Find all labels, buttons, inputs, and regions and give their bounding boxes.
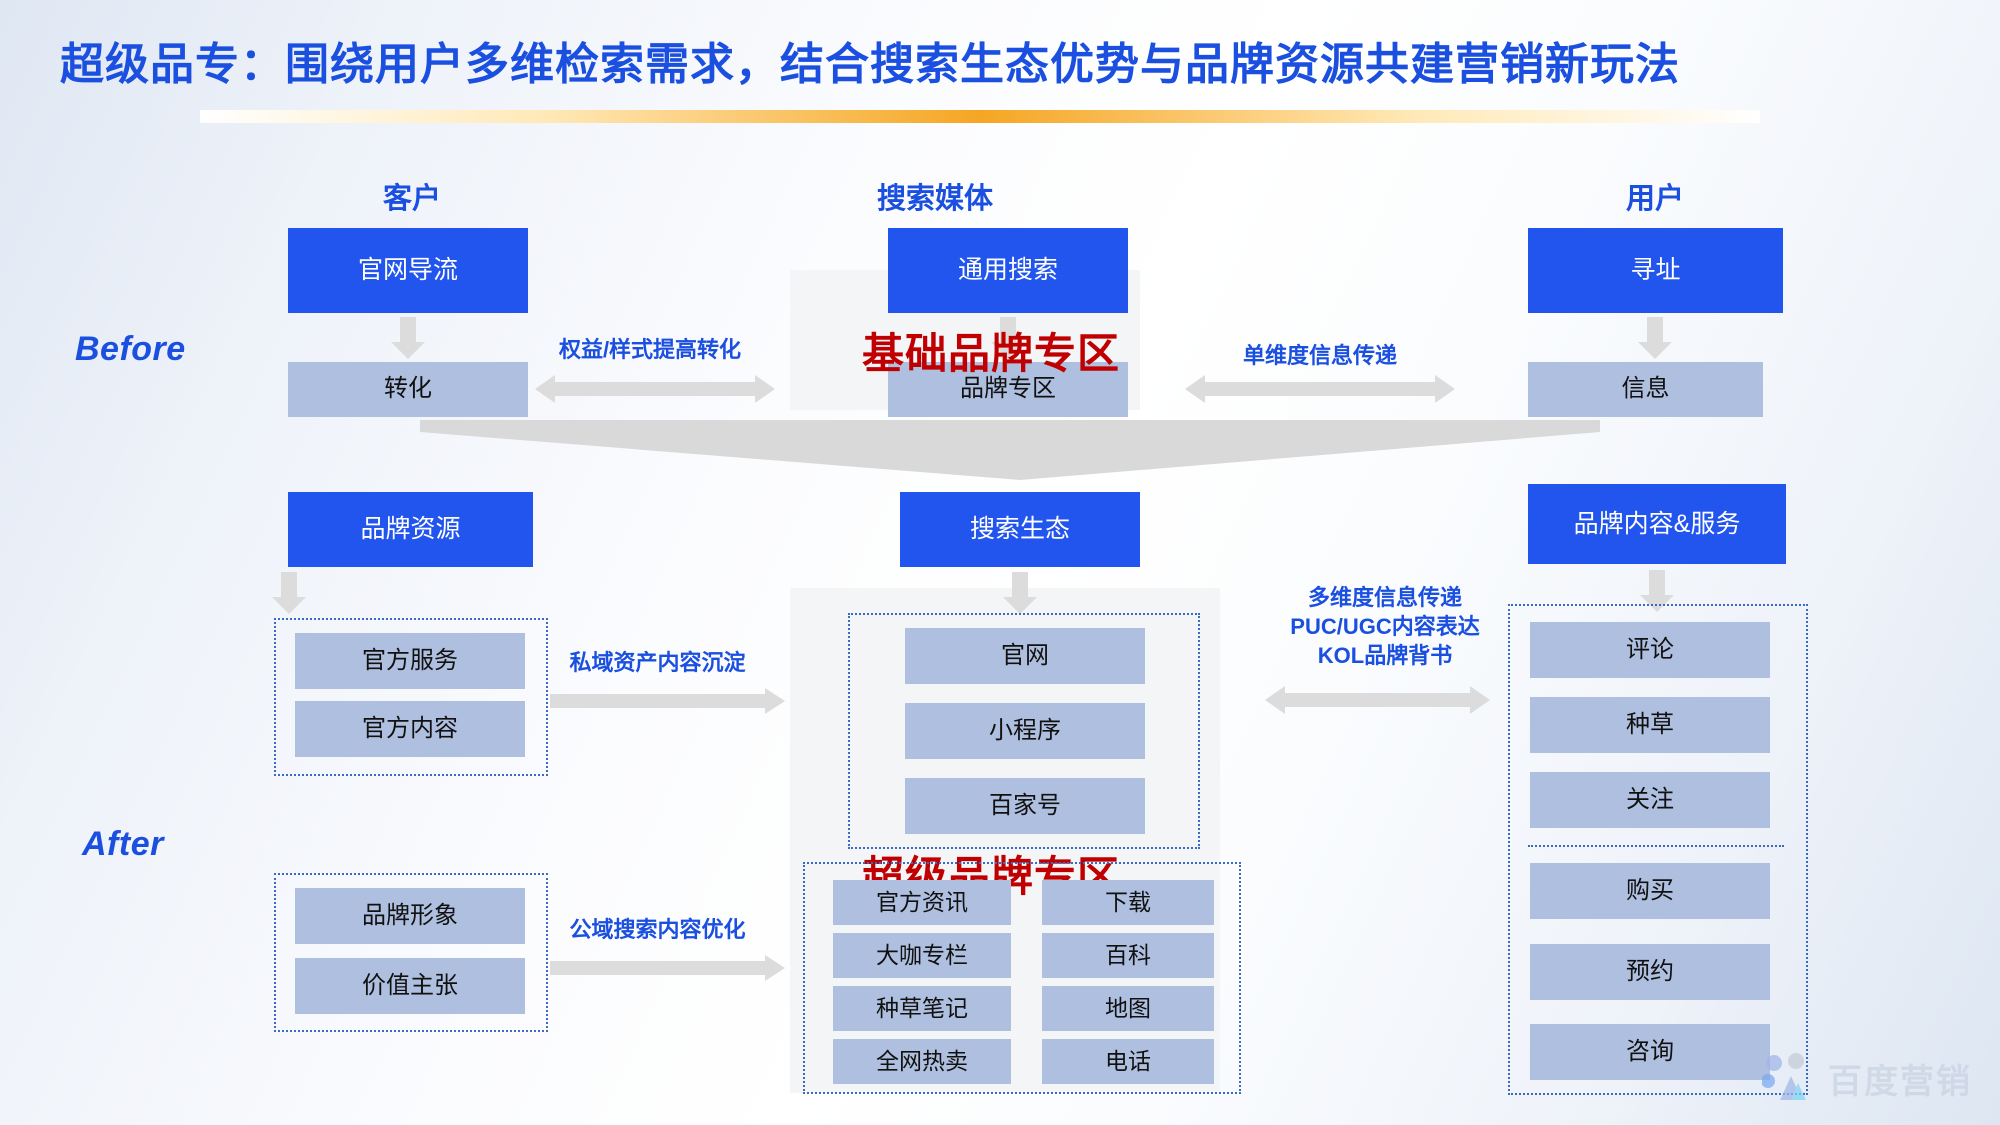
after-media-grid-left-3-label: 全网热卖 xyxy=(876,1047,968,1074)
after-user-item-5: 咨询 xyxy=(1530,1024,1770,1080)
before-customer-secondary-box: 转化 xyxy=(288,362,528,417)
after-user-item-2: 关注 xyxy=(1530,772,1770,828)
before-customer-secondary-label: 转化 xyxy=(384,375,432,403)
after-user-item-1-label: 种草 xyxy=(1626,710,1674,738)
after-media-item-2-label: 百家号 xyxy=(989,791,1061,819)
before-media-primary-label: 通用搜索 xyxy=(957,256,1058,285)
after-customer-primary-label: 品牌资源 xyxy=(360,515,461,544)
after-media-grid-right-2: 地图 xyxy=(1042,986,1214,1031)
after-customer-item-0: 官方服务 xyxy=(295,633,525,689)
after-user-item-2-label: 关注 xyxy=(1626,785,1674,813)
after-user-item-4-label: 预约 xyxy=(1626,957,1674,985)
after-media-grid-left-2: 种草笔记 xyxy=(833,986,1011,1031)
after-user-item-3: 购买 xyxy=(1530,863,1770,919)
watermark-text: 百度营销 xyxy=(1828,1063,1972,1101)
after-media-grid-left-0-label: 官方资讯 xyxy=(876,888,968,915)
after-customer-connector-bottom-arrow xyxy=(550,955,785,981)
after-customer-item-3: 价值主张 xyxy=(295,958,525,1014)
after-user-item-3-label: 购买 xyxy=(1626,876,1674,904)
after-user-connector-caption: 多维度信息传递 PUC/UGC内容表达 KOL品牌背书 xyxy=(1290,585,1480,669)
before-after-transition-chevron xyxy=(420,420,1600,480)
after-media-primary-label: 搜索生态 xyxy=(969,515,1070,544)
after-customer-group-top-frame xyxy=(274,618,548,776)
after-media-grid-left-1-label: 大咖专栏 xyxy=(876,941,968,968)
after-media-item-1-label: 小程序 xyxy=(989,716,1061,744)
after-user-item-4: 预约 xyxy=(1530,944,1770,1000)
before-media-secondary-box: 品牌专区 xyxy=(888,362,1128,417)
before-user-down-arrow xyxy=(1638,317,1672,359)
stage-label-after: After xyxy=(82,825,164,863)
page-title: 超级品专：围绕用户多维检索需求，结合搜索生态优势与品牌资源共建营销新玩法 xyxy=(60,40,1680,89)
after-media-down-arrow xyxy=(1003,572,1037,614)
before-connector-right-caption: 单维度信息传递 xyxy=(1242,343,1397,368)
after-user-item-0-label: 评论 xyxy=(1626,635,1674,663)
after-media-grid-right-1: 百科 xyxy=(1042,933,1214,978)
before-connector-left-arrow xyxy=(535,375,775,403)
column-header-user: 用户 xyxy=(1625,183,1684,215)
before-customer-primary-box: 官网导流 xyxy=(288,228,528,313)
column-header-customer: 客户 xyxy=(382,183,441,215)
after-customer-item-2: 品牌形象 xyxy=(295,888,525,944)
after-customer-item-1: 官方内容 xyxy=(295,701,525,757)
watermark: 百度营销 xyxy=(1761,1050,1972,1107)
after-media-item-0: 官网 xyxy=(905,628,1145,684)
after-media-grid-left-3: 全网热卖 xyxy=(833,1039,1011,1084)
after-customer-connector-bottom-caption: 公域搜索内容优化 xyxy=(569,917,746,942)
before-media-secondary-label: 品牌专区 xyxy=(960,375,1056,403)
after-customer-item-1-label: 官方内容 xyxy=(362,714,458,742)
before-user-secondary-label: 信息 xyxy=(1621,375,1670,403)
after-media-item-0-label: 官网 xyxy=(1001,641,1049,669)
title-underline-bar xyxy=(200,110,1760,123)
after-customer-primary-box: 品牌资源 xyxy=(288,492,533,567)
before-media-down-arrow xyxy=(991,317,1025,359)
after-user-item-0: 评论 xyxy=(1530,622,1770,678)
before-user-secondary-box: 信息 xyxy=(1528,362,1763,417)
after-customer-group-bottom-frame xyxy=(274,873,548,1032)
after-media-primary-box: 搜索生态 xyxy=(900,492,1140,567)
after-customer-connector-top-caption: 私域资产内容沉淀 xyxy=(569,650,746,675)
after-media-grid-left-2-label: 种草笔记 xyxy=(876,994,968,1021)
after-customer-down-arrow xyxy=(272,572,306,614)
after-media-grid-frame xyxy=(803,862,1241,1094)
after-media-grid-right-0: 下载 xyxy=(1042,880,1214,925)
after-user-connector-arrow xyxy=(1265,686,1490,714)
after-user-group-frame xyxy=(1508,604,1808,1095)
baidu-paw-icon xyxy=(1761,1050,1818,1107)
after-media-grid-right-1-label: 百科 xyxy=(1105,941,1151,968)
after-user-down-arrow xyxy=(1640,570,1674,612)
after-customer-item-2-label: 品牌形象 xyxy=(362,901,458,929)
after-media-grid-right-0-label: 下载 xyxy=(1105,888,1151,915)
before-customer-primary-label: 官网导流 xyxy=(357,256,458,285)
after-user-primary-box: 品牌内容&服务 xyxy=(1528,484,1786,564)
before-connector-right-arrow xyxy=(1185,375,1455,403)
after-customer-item-0-label: 官方服务 xyxy=(362,646,458,674)
before-media-primary-box: 通用搜索 xyxy=(888,228,1128,313)
after-media-grid-left-1: 大咖专栏 xyxy=(833,933,1011,978)
before-user-primary-label: 寻址 xyxy=(1630,256,1681,285)
after-media-item-1: 小程序 xyxy=(905,703,1145,759)
after-customer-item-3-label: 价值主张 xyxy=(362,971,458,999)
after-customer-connector-top-arrow xyxy=(550,688,785,714)
column-header-media: 搜索媒体 xyxy=(876,183,993,215)
after-media-grid-right-3: 电话 xyxy=(1042,1039,1214,1084)
after-media-grid-right-3-label: 电话 xyxy=(1105,1047,1151,1074)
before-customer-down-arrow xyxy=(391,317,425,359)
after-media-grid-left-0: 官方资讯 xyxy=(833,880,1011,925)
before-media-red-overlay: 基础品牌专区 xyxy=(862,330,1121,377)
after-user-item-1: 种草 xyxy=(1530,697,1770,753)
after-media-group-top-frame xyxy=(848,613,1200,849)
before-connector-left-caption: 权益/样式提高转化 xyxy=(558,337,742,362)
after-user-item-5-label: 咨询 xyxy=(1626,1037,1674,1065)
stage-label-before: Before xyxy=(75,330,186,368)
before-user-primary-box: 寻址 xyxy=(1528,228,1783,313)
after-user-primary-label: 品牌内容&服务 xyxy=(1573,509,1741,538)
after-user-group-divider xyxy=(1528,845,1784,847)
after-media-grid-right-2-label: 地图 xyxy=(1105,994,1151,1021)
after-media-item-2: 百家号 xyxy=(905,778,1145,834)
